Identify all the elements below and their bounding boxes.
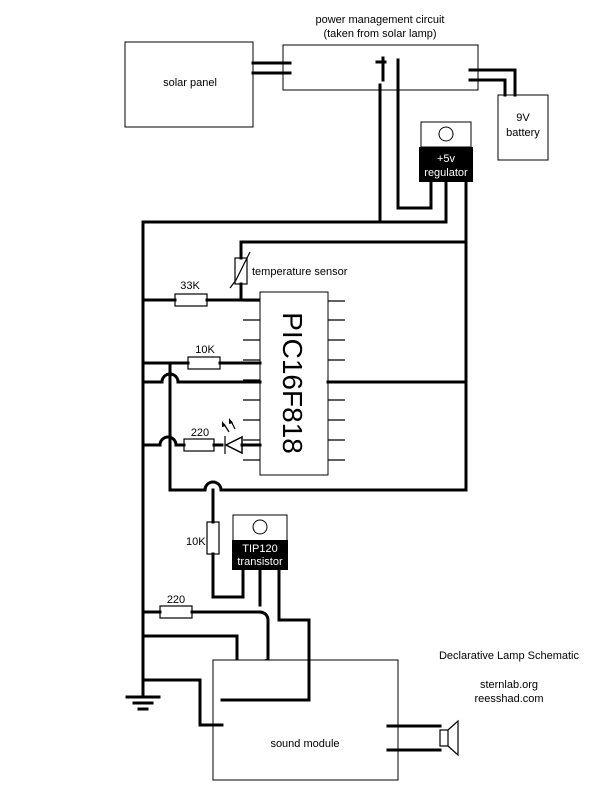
battery-voltage: 9V (516, 112, 530, 124)
pic-microcontroller (259, 291, 329, 476)
transistor-model: TIP120 (242, 543, 277, 555)
power-circuit-subtitle: (taken from solar lamp) (323, 28, 436, 40)
transistor-label: transistor (237, 556, 283, 568)
credit-site-2: reesshad.com (474, 693, 543, 705)
pic-ground-wire (141, 372, 262, 384)
pic-pins-left (243, 300, 260, 461)
power-wires (141, 56, 468, 692)
solar-panel-box (124, 41, 254, 128)
regulator-voltage: +5v (437, 153, 456, 165)
temperature-sensor-label: temperature sensor (252, 266, 348, 278)
regulator-label: regulator (424, 167, 468, 179)
pic-bottom-wire (203, 480, 468, 492)
battery-label: battery (506, 127, 540, 139)
power-circuit-title: power management circuit (315, 14, 444, 26)
speaker-icon (386, 719, 459, 757)
power-management-box (282, 44, 479, 91)
resistor-33k (141, 293, 262, 307)
resistor-10k-base (206, 513, 245, 599)
resistor-10k-top-label: 10K (195, 344, 215, 356)
pic-pins-right (328, 300, 345, 461)
voltage-regulator: +5v regulator (419, 121, 473, 182)
battery-wires (468, 68, 517, 97)
battery-box (497, 94, 549, 161)
resistor-220-bottom-label: 220 (167, 594, 185, 606)
sound-module-wires (141, 618, 311, 727)
resistor-10k-top (141, 356, 262, 492)
resistor-220-bottom (141, 605, 270, 672)
ground-symbol (125, 688, 161, 711)
sound-module-label: sound module (270, 738, 339, 750)
tip120-transistor: TIP120 transistor (232, 514, 288, 622)
schematic-title: Declarative Lamp Schematic (439, 650, 580, 662)
resistor-220-led (141, 435, 224, 452)
resistor-10k-base-label: 10K (186, 536, 206, 548)
led (222, 418, 262, 455)
resistor-220-led-label: 220 (191, 427, 209, 439)
pic-label: PIC16F818 (277, 312, 308, 454)
solar-panel-connector (251, 61, 292, 75)
resistor-33k-label: 33K (180, 280, 200, 292)
sound-module-box (212, 659, 399, 781)
temperature-sensor (229, 240, 251, 302)
credit-site-1: sternlab.org (480, 679, 538, 691)
solar-panel-label: solar panel (163, 77, 217, 89)
